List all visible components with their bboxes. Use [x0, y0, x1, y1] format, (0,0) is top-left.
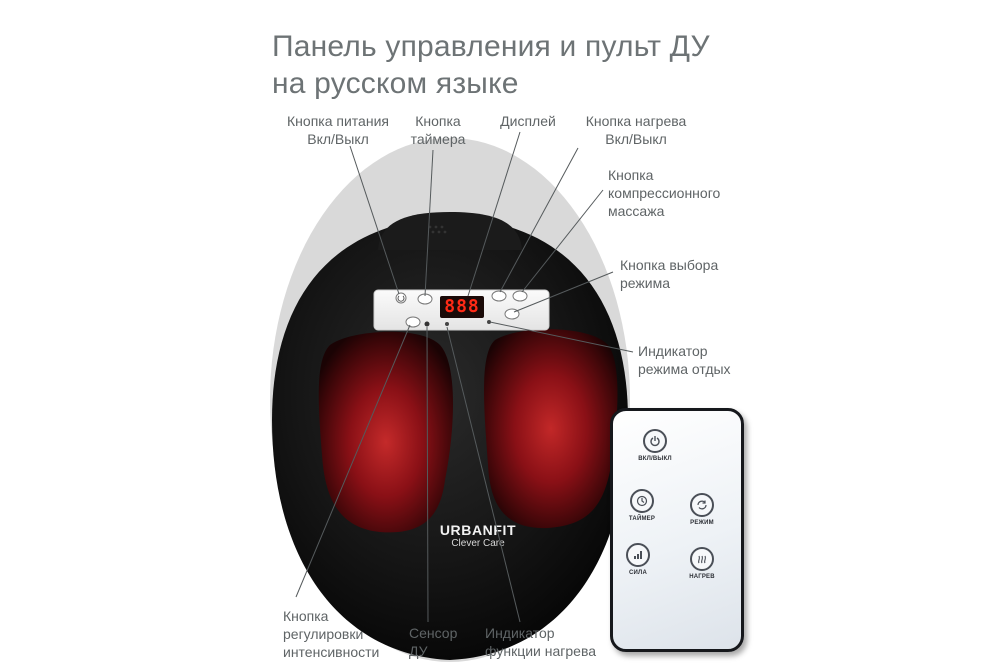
remote-heat-button[interactable]: НАГРЕВ — [677, 547, 727, 580]
leader-sensor — [426, 326, 429, 623]
title-line-2: на русском языке — [272, 67, 519, 100]
page-title: Панель управления и пульт ДУ на русском … — [272, 28, 732, 102]
remote-timer-button[interactable]: ТАЙМЕР — [617, 489, 667, 522]
heat-waves-icon — [690, 547, 714, 571]
remote-sensor — [424, 321, 430, 327]
remote-intensity-button[interactable]: СИЛА — [613, 543, 663, 576]
panel-intensity-button[interactable] — [405, 316, 421, 328]
panel-heat-button[interactable] — [491, 290, 507, 302]
display-digits: 888 — [444, 296, 480, 317]
remote-mode-button[interactable]: РЕЖИМ — [677, 493, 727, 526]
heat-indicator-light — [445, 322, 449, 326]
right-foot-well — [484, 329, 618, 529]
leader-power — [349, 145, 400, 295]
clock-icon — [630, 489, 654, 513]
callout-intensity: Кнопка регулировки интенсивности — [283, 608, 380, 660]
callout-heat-indicator: Индикатор функции нагрева — [485, 625, 597, 659]
panel-power-button[interactable] — [395, 292, 407, 304]
remote-control: ВКЛ/ВЫКЛ ТАЙМЕР РЕЖИМ СИЛА НАГРЕВ — [610, 408, 744, 652]
callout-power: Кнопка питания Вкл/Выкл — [287, 113, 389, 147]
callout-mode: Кнопка выбора режима — [620, 257, 719, 291]
cycle-icon — [690, 493, 714, 517]
callout-compression: Кнопка компрессионного массажа — [608, 167, 721, 219]
callout-sensor: Сенсор ДУ — [409, 625, 458, 659]
brand-tagline: Clever Care — [451, 538, 505, 549]
callout-display: Дисплей — [500, 113, 556, 129]
leader-rest — [489, 321, 634, 353]
power-icon — [643, 429, 667, 453]
leader-timer — [424, 149, 434, 297]
leader-mode — [513, 271, 614, 313]
leader-intensity — [295, 324, 411, 598]
leader-heat-indicator — [446, 326, 521, 623]
remote-power-button[interactable]: ВКЛ/ВЫКЛ — [635, 429, 675, 462]
callout-heat: Кнопка нагрева Вкл/Выкл — [585, 113, 687, 147]
leader-heat — [499, 147, 579, 293]
title-line-1: Панель управления и пульт ДУ — [272, 30, 710, 63]
rest-indicator-light — [487, 320, 491, 324]
callout-timer: Кнопка таймера — [410, 113, 466, 147]
left-foot-well — [318, 331, 454, 533]
leader-compression — [521, 189, 604, 293]
speaker-holes — [428, 225, 447, 234]
callout-rest: Индикатор режима отдых — [638, 343, 731, 377]
display-screen — [440, 296, 484, 318]
panel-compression-button[interactable] — [512, 290, 528, 302]
leader-display — [467, 131, 521, 297]
bars-icon — [626, 543, 650, 567]
